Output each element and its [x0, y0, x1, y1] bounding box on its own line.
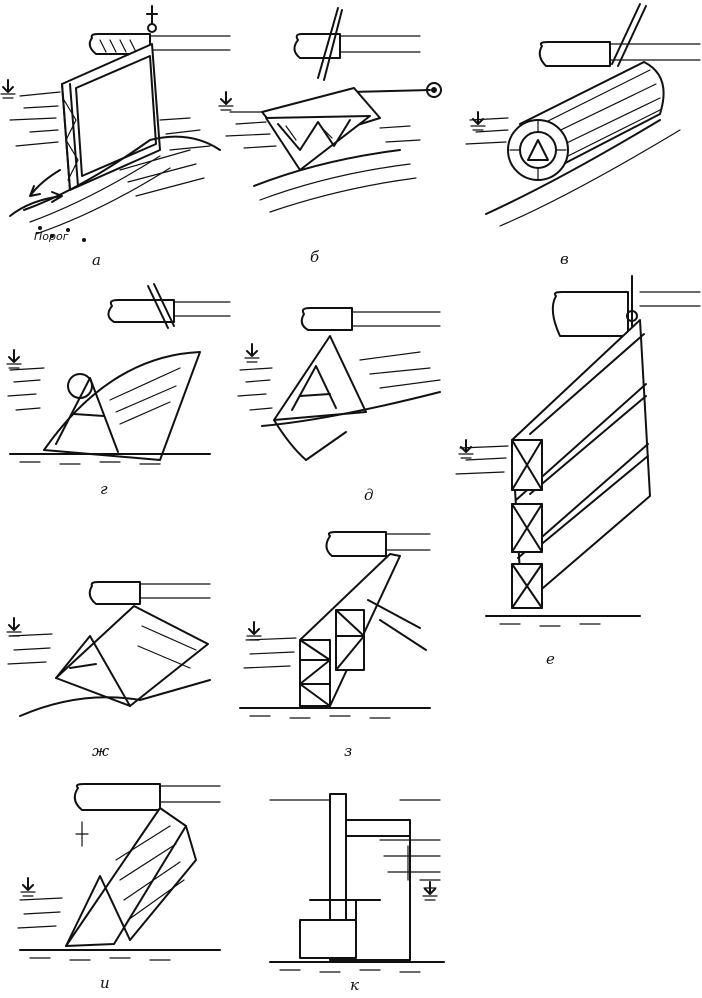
- panel-z-flap-gate: з: [239, 531, 431, 760]
- panel-i-roof-gate: и: [17, 783, 221, 992]
- sill-label: Порог: [34, 230, 69, 243]
- water-level-icon: [0, 79, 16, 99]
- water-level-icon: [458, 439, 474, 459]
- panel-d-sector-gate: д: [237, 307, 441, 504]
- water-level-icon: [422, 881, 438, 901]
- panel-zh-roof-gate: ж: [6, 581, 211, 760]
- panel-label-z: з: [344, 742, 352, 760]
- water-level-icon: [470, 111, 486, 131]
- panel-label-b: б: [310, 248, 320, 266]
- water-level-icon: [246, 621, 262, 641]
- panel-a-flat-gate: Порог а: [0, 5, 231, 269]
- panel-label-i: и: [100, 974, 110, 992]
- panel-label-e: е: [546, 650, 555, 668]
- panel-g-roof-gate: г: [6, 283, 231, 498]
- water-level-icon: [20, 877, 36, 897]
- panel-label-g: г: [100, 480, 108, 498]
- panel-b-segment-gate: б: [218, 7, 442, 266]
- panel-label-a: а: [92, 251, 101, 269]
- water-level-icon: [6, 349, 22, 369]
- water-level-icon: [218, 91, 234, 111]
- panel-v-roller-gate: в: [465, 3, 701, 268]
- panel-label-v: в: [560, 250, 569, 268]
- panel-label-zh: ж: [92, 742, 109, 760]
- panel-k-block-gate: к: [269, 793, 445, 994]
- panel-label-d: д: [364, 486, 374, 504]
- panel-label-k: к: [350, 976, 359, 994]
- water-level-icon: [6, 617, 22, 637]
- panel-e-multi-tier-gate: е: [455, 275, 701, 668]
- water-level-icon: [244, 343, 260, 363]
